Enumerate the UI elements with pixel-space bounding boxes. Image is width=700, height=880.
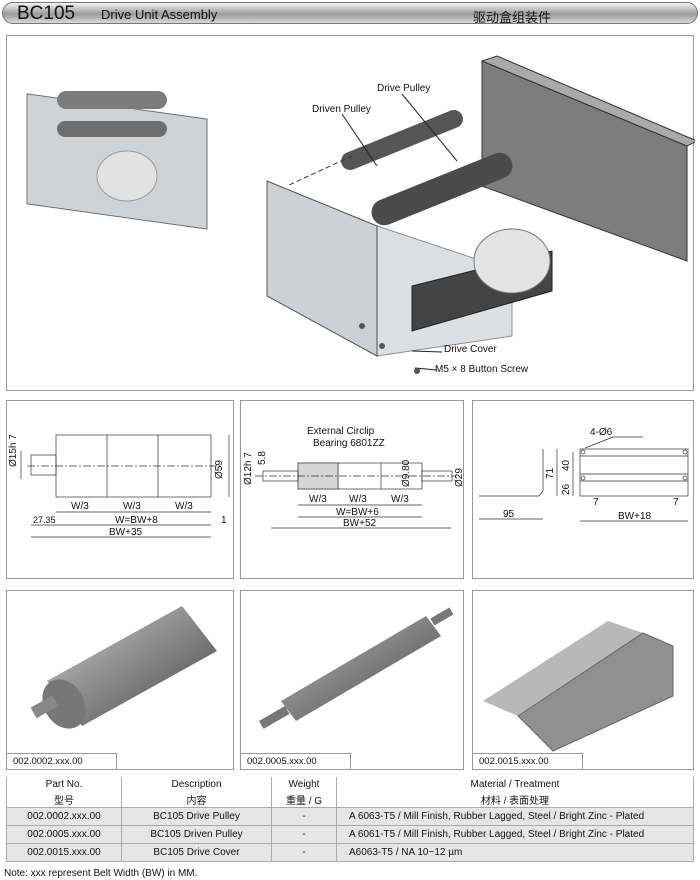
cell-weight: -: [271, 825, 337, 844]
dim-height-71: 71: [545, 467, 556, 479]
col-description-cn: 内容: [121, 792, 272, 808]
driven-pulley-image: [259, 607, 454, 729]
drive-pulley-drawing: Ø15h 7 Ø59 W/3 W/3 W/3 27.35 W=BW+8 1 BW…: [6, 400, 234, 579]
dim-w: W=BW+6: [336, 507, 379, 518]
col-part-no: Part No.: [6, 777, 122, 792]
cell-part-no: 002.0002.xxx.00: [6, 807, 122, 826]
col-description: Description: [121, 777, 272, 792]
col-material-cn: 材料 / 表面处理: [336, 792, 694, 808]
cell-description: BC105 Drive Pulley: [121, 807, 272, 826]
driven-pulley-photo-panel: 002.0005.xxx.00: [240, 590, 464, 770]
product-title: Drive Unit Assembly: [101, 7, 218, 22]
dim-edge-right: 7: [673, 497, 679, 508]
dim-w3: W/3: [175, 501, 193, 512]
drive-cover-drawing: 4-Ø6 71 40 26 95 7 7 BW+18: [472, 400, 694, 579]
cell-material: A 6063-T5 / Mill Finish, Rubber Lagged, …: [336, 807, 694, 826]
drive-cover-image: [483, 621, 674, 752]
cell-weight: -: [271, 843, 337, 862]
dim-height-40: 40: [561, 459, 572, 471]
dim-w3: W/3: [349, 494, 367, 505]
dim-depth: 95: [503, 509, 515, 520]
dim-height-26: 26: [561, 483, 572, 495]
label-drive-pulley: Drive Pulley: [377, 83, 431, 94]
col-weight-cn: 重量 / G: [271, 792, 337, 808]
cell-description: BC105 Driven Pulley: [121, 825, 272, 844]
dim-edge-left: 7: [593, 497, 599, 508]
dim-dia: Ø59: [214, 460, 225, 479]
product-title-cn: 驱动盒组装件: [473, 10, 552, 25]
dim-total: BW+35: [109, 527, 143, 538]
dim-flat: 5.8: [257, 451, 268, 465]
dim-w3: W/3: [391, 494, 409, 505]
label-screw: M5 × 8 Button Screw: [435, 364, 529, 375]
dim-w3: W/3: [123, 501, 141, 512]
drive-pulley-photo-panel: 002.0002.xxx.00: [6, 590, 234, 770]
dim-w3: W/3: [309, 494, 327, 505]
drive-pulley-image: [30, 606, 217, 729]
dim-gap: 1: [221, 515, 227, 526]
cell-material: A6063-T5 / NA 10~12 µm: [336, 843, 694, 862]
part-number-caption: 002.0015.xxx.00: [473, 753, 583, 769]
footnote: Note: xxx represent Belt Width (BW) in M…: [4, 868, 198, 879]
title-bar: BC105 Drive Unit Assembly 驱动盒组装件: [2, 2, 698, 25]
cell-part-no: 002.0005.xxx.00: [6, 825, 122, 844]
dim-total: BW+52: [343, 518, 377, 529]
dim-shaft-dia: Ø15h 7: [8, 434, 19, 467]
drive-pulley-dimension-lines: [20, 434, 230, 538]
dim-w3: W/3: [71, 501, 89, 512]
exploded-assembly-image: [26, 55, 695, 374]
dim-w: W=BW+8: [115, 515, 158, 526]
cell-weight: -: [271, 807, 337, 826]
col-part-no-cn: 型号: [6, 792, 122, 808]
label-drive-cover: Drive Cover: [444, 344, 497, 355]
label-driven-pulley: Driven Pulley: [312, 104, 371, 115]
label-circlip: External Circlip: [307, 426, 375, 437]
cell-description: BC105 Drive Cover: [121, 843, 272, 862]
assembly-view-panel: Drive Pulley Driven Pulley Drive Cover M…: [6, 35, 695, 391]
dim-inner-dia: Ø9.80: [401, 459, 412, 487]
dim-offset: 27.35: [33, 515, 56, 525]
col-material: Material / Treatment: [336, 777, 694, 792]
col-weight: Weight: [271, 777, 337, 792]
parts-table: Part No. Description Weight Material / T…: [6, 777, 694, 862]
dim-total: BW+18: [618, 511, 652, 522]
label-bearing: Bearing 6801ZZ: [313, 438, 385, 449]
part-number-caption: 002.0005.xxx.00: [241, 753, 351, 769]
drive-cover-dimension-lines: [479, 436, 689, 522]
drive-cover-photo-panel: 002.0015.xxx.00: [472, 590, 694, 770]
dim-holes: 4-Ø6: [590, 427, 613, 438]
driven-pulley-drawing: External Circlip Bearing 6801ZZ Ø12h 7 5…: [240, 400, 465, 579]
part-number-caption: 002.0002.xxx.00: [7, 753, 117, 769]
driven-pulley-dimension-lines: [255, 462, 456, 529]
dim-shaft-dia: Ø12h 7: [243, 452, 254, 485]
dim-dia: Ø29: [454, 468, 465, 487]
cell-material: A 6061-T5 / Mill Finish, Rubber Lagged, …: [336, 825, 694, 844]
product-code: BC105: [17, 3, 76, 24]
cell-part-no: 002.0015.xxx.00: [6, 843, 122, 862]
